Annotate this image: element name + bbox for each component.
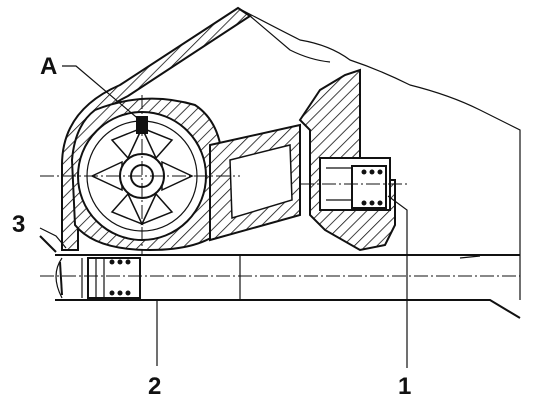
callout-1: 1 [398, 373, 411, 400]
housing-arm [209, 123, 301, 242]
shaft-tube [39, 235, 521, 319]
callout-3: 3 [12, 211, 25, 238]
callout-a: A [40, 53, 57, 80]
callout-2: 2 [148, 373, 161, 400]
leader-lines [39, 65, 408, 368]
left-bushing [87, 257, 141, 299]
right-seal-pocket [298, 68, 396, 252]
